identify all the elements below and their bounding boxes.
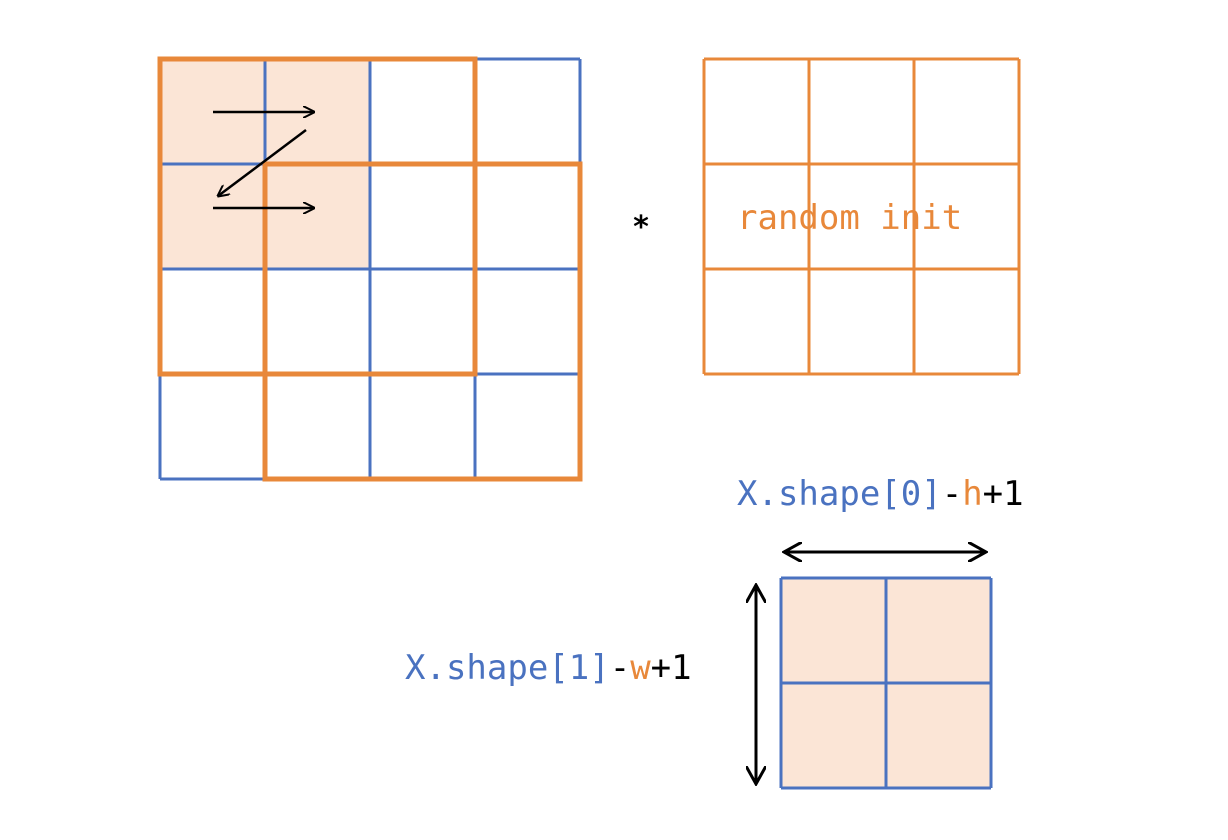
- convolution-operator: *: [632, 210, 651, 245]
- height-label-dim: w: [630, 648, 651, 688]
- input-grid: [158, 57, 582, 481]
- input-cell: [475, 164, 580, 269]
- height-label-x: X.shape[1]: [405, 648, 610, 688]
- input-cell: [370, 374, 475, 479]
- diagonal-arrow-icon: [218, 129, 307, 196]
- input-cell: [160, 269, 265, 374]
- kernel-cell: [704, 59, 809, 164]
- output-cell: [781, 578, 886, 683]
- width-label-minus: -: [941, 474, 963, 514]
- width-label-dim: h: [962, 474, 983, 514]
- input-cell: [475, 374, 580, 479]
- kernel-cell: [809, 59, 914, 164]
- output-cell: [781, 683, 886, 788]
- height-label-minus: -: [609, 648, 631, 688]
- kernel-cell: [914, 269, 1019, 374]
- input-cell: [475, 269, 580, 374]
- width-label-x: X.shape[0]: [737, 474, 942, 514]
- kernel-cell: [914, 59, 1019, 164]
- input-cell: [475, 59, 580, 164]
- input-cell: [370, 164, 475, 269]
- output-height-label: X.shape[1]-w+1: [405, 648, 692, 688]
- scan-path-arrows: [213, 112, 314, 208]
- height-label-plus: +1: [650, 648, 692, 688]
- kernel-label: random init: [737, 198, 963, 238]
- output-cell: [886, 683, 991, 788]
- output-cell: [886, 578, 991, 683]
- width-label-plus: +1: [982, 474, 1024, 514]
- input-cell: [265, 269, 370, 374]
- output-width-label: X.shape[0]-h+1: [737, 474, 1024, 514]
- input-cell: [370, 59, 475, 164]
- sliding-window-1: [157, 56, 478, 377]
- kernel-cell: [704, 269, 809, 374]
- output-grid: [779, 576, 993, 790]
- input-cell: [265, 164, 370, 269]
- input-cell: [160, 164, 265, 269]
- kernel-cell: [809, 269, 914, 374]
- sliding-window-2: [262, 161, 583, 482]
- input-cell: [160, 374, 265, 479]
- input-cell: [265, 374, 370, 479]
- input-cell: [370, 269, 475, 374]
- kernel-grid: [702, 57, 1021, 376]
